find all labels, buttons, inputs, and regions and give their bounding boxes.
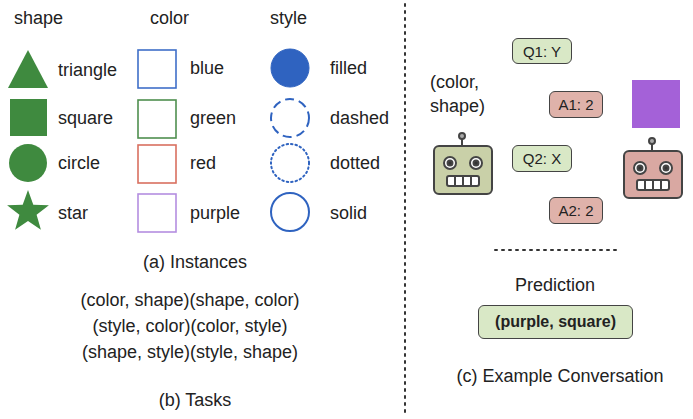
text-label: (a) Instances [95,252,295,272]
value-label: red [190,153,216,173]
robot-right [637,180,669,190]
robot-left [444,157,456,169]
robot-left [459,133,465,139]
value-label: circle [58,153,100,173]
message-bubble: Q2: X [512,145,572,172]
style-samples [271,144,309,182]
robot-right [652,180,654,190]
column-heading: shape [14,8,63,28]
robot-left [474,161,479,166]
robot-right [660,180,662,190]
robot-left [454,176,456,186]
message-bubble: Q1: Y [512,38,572,64]
node-text: A1: 2 [558,96,593,113]
value-label: green [190,108,236,128]
robot-right [660,162,672,174]
column-heading: color [150,8,189,28]
robot-right [644,180,646,190]
robot-left [448,161,453,166]
value-label: purple [190,203,240,223]
value-label: square [58,108,113,128]
shape-samples [7,190,49,230]
text-label: (c) Example Conversation [430,366,690,386]
text-label: (b) Tasks [95,390,295,410]
value-label: blue [190,58,224,78]
robot-right [638,166,643,171]
message-bubble: A2: 2 [549,197,603,224]
message-bubble: A1: 2 [549,91,603,118]
text-label: Prediction [480,275,630,295]
style-samples [271,49,309,87]
robot-left [447,176,479,186]
color-samples [138,50,176,232]
color-samples [138,194,176,232]
text-label: (color, shape)(shape, color) [40,290,340,310]
style-samples [271,193,309,231]
robot-right [664,166,669,171]
shape-samples [8,50,48,88]
text-label: (style, color)(color, style) [40,316,340,336]
node-text: Q2: X [523,150,561,167]
value-label: triangle [58,60,117,80]
color-samples [138,100,176,138]
value-label: dotted [330,153,380,173]
column-heading: style [270,8,307,28]
color-samples [138,50,176,88]
value-label: dashed [330,108,389,128]
style-samples [271,49,309,231]
separator [404,4,406,416]
shape-samples [7,50,49,230]
style-samples [271,99,309,137]
node-text: Q1: Y [523,43,561,60]
color-samples [138,145,176,183]
text-label: (color, shape) [430,70,502,118]
robot-left [470,176,472,186]
robot-right [634,162,646,174]
robot-left [434,133,492,194]
prediction-box: (purple, square) [478,305,633,339]
shape-samples [10,99,47,136]
value-label: filled [330,58,367,78]
robot-right [624,151,682,198]
divider [495,249,620,251]
robot-left [434,146,492,194]
shape-samples [9,144,47,182]
node-text: A2: 2 [558,202,593,219]
robot-left [470,157,482,169]
text-label: (shape, style)(style, shape) [40,342,340,362]
robot-left [462,176,464,186]
value-label: star [58,203,88,223]
robot-right [649,138,655,144]
node-text: (purple, square) [495,313,616,331]
robot-right [624,138,682,198]
purple-square [632,80,680,128]
value-label: solid [330,203,367,223]
